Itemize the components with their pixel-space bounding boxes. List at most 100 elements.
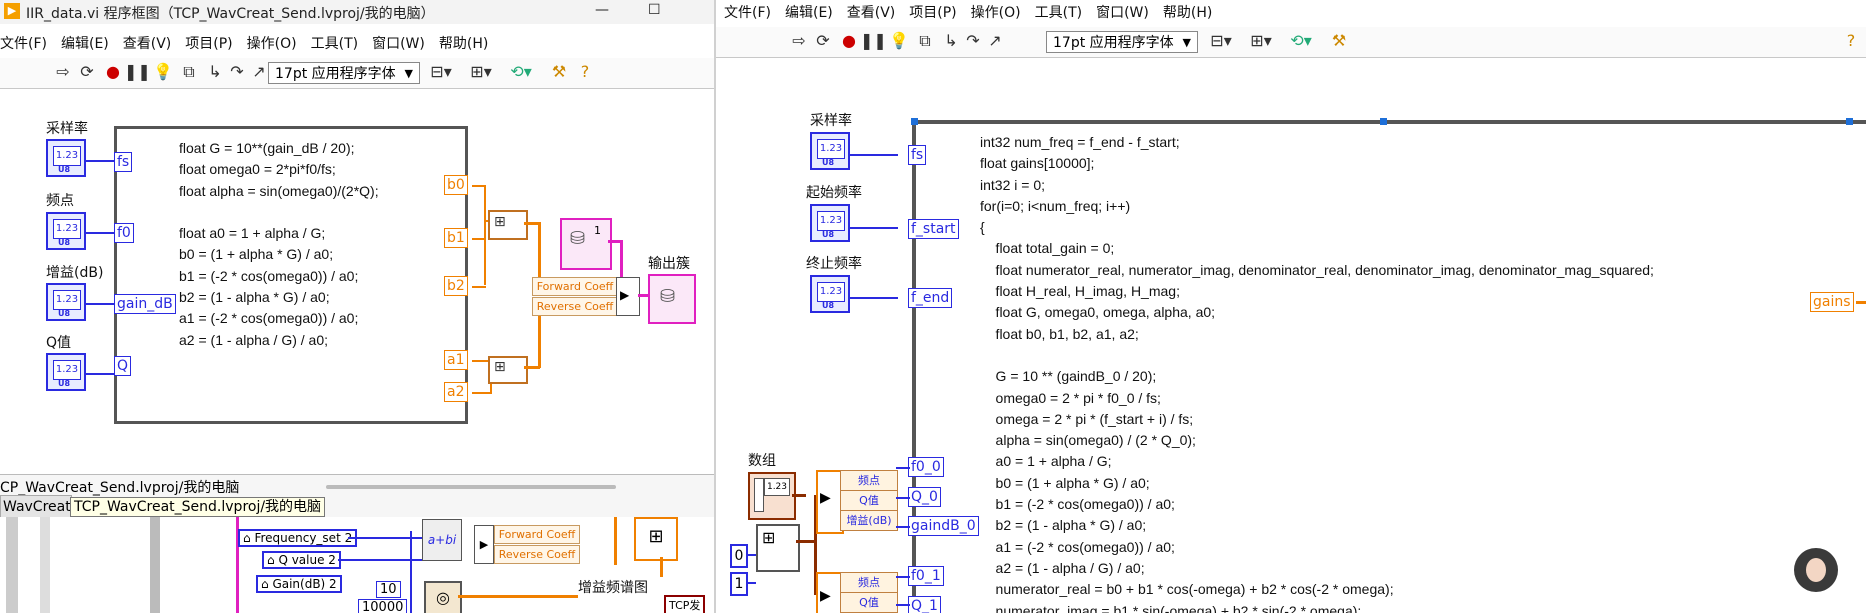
cleanup-icon[interactable]: ⚒ <box>551 62 567 81</box>
bundle-reverse-coeff[interactable]: Reverse Coeff <box>494 545 580 564</box>
build-array-node-reverse[interactable]: ⊞ <box>488 356 528 384</box>
menu-view[interactable]: 查看(V) <box>846 5 896 21</box>
numeric-const-10000[interactable]: 10000 <box>358 599 408 613</box>
font-select[interactable]: 17pt 应用程序字体▼ <box>268 62 420 84</box>
font-select[interactable]: 17pt 应用程序字体▼ <box>1046 31 1198 53</box>
input-terminal-fs[interactable]: fs <box>114 152 133 172</box>
tab-wavcreat[interactable]: WavCreat <box>0 495 72 519</box>
output-terminal-a2[interactable]: a2 <box>444 382 468 402</box>
cleanup-icon[interactable]: ⚒ <box>1331 31 1347 50</box>
menu-tools[interactable]: 工具(T) <box>1034 5 1083 21</box>
array-constant[interactable]: 1.23 <box>748 472 796 520</box>
unbundle-rows-0[interactable]: 频点 Q值 增益(dB) <box>840 470 898 531</box>
highlight-bulb-icon[interactable]: 💡 <box>889 31 909 50</box>
output-terminal-gains[interactable]: gains <box>1810 292 1854 312</box>
input-terminal-fs[interactable]: fs <box>908 145 927 165</box>
step-out-icon[interactable]: ↗ <box>988 31 1002 50</box>
menu-edit[interactable]: 编辑(E) <box>60 36 109 52</box>
tcp-send-node[interactable]: TCP发 <box>664 595 706 613</box>
menu-help[interactable]: 帮助(H) <box>438 36 489 52</box>
input-terminal-q_0[interactable]: Q_0 <box>908 487 941 507</box>
abort-icon[interactable]: ● <box>106 62 120 81</box>
bundle-node[interactable]: ▶ <box>616 277 640 316</box>
minimize-button[interactable]: — <box>595 2 609 18</box>
bundle-reverse-coeff[interactable]: Reverse Coeff <box>532 297 618 316</box>
reorder-icon[interactable]: ⟲▾ <box>510 62 532 81</box>
maximize-button[interactable]: ☐ <box>648 2 661 18</box>
align-icon[interactable]: ⊟▾ <box>430 62 452 81</box>
complex-node[interactable]: a+bi <box>422 519 462 561</box>
index-array-node[interactable]: ⊞ <box>756 524 800 572</box>
menu-window[interactable]: 窗口(W) <box>372 36 425 52</box>
run-arrow-icon[interactable]: ⇨ <box>56 62 70 81</box>
input-terminal-fend[interactable]: f_end <box>908 288 953 308</box>
input-terminal-f0[interactable]: f0 <box>114 223 134 243</box>
formula-code[interactable]: float G = 10**(gain_dB / 20); float omeg… <box>179 140 379 348</box>
index-const-0[interactable]: 0 <box>730 544 748 568</box>
menu-help[interactable]: 帮助(H) <box>1162 5 1213 21</box>
menu-window[interactable]: 窗口(W) <box>1096 5 1149 21</box>
step-over-icon[interactable]: ↷ <box>966 31 980 50</box>
step-over-icon[interactable]: ↷ <box>230 62 244 81</box>
resize-handle[interactable] <box>911 118 918 125</box>
step-into-icon[interactable]: ↳ <box>944 31 958 50</box>
pause-icon[interactable]: ❚❚ <box>860 31 887 50</box>
help-icon[interactable]: ? <box>580 62 590 81</box>
distribute-icon[interactable]: ⊞▾ <box>470 62 492 81</box>
index-const-1[interactable]: 1 <box>730 572 748 596</box>
menu-file[interactable]: 文件(F) <box>724 5 771 21</box>
array-indicator[interactable]: ⊞ <box>634 517 678 561</box>
local-variable-q[interactable]: ⌂ Q value 2 <box>262 551 341 569</box>
menu-view[interactable]: 查看(V) <box>122 36 172 52</box>
menu-operate[interactable]: 操作(O) <box>246 36 297 52</box>
menu-project[interactable]: 项目(P) <box>185 36 233 52</box>
output-terminal-b2[interactable]: b2 <box>444 276 468 296</box>
retain-wire-icon[interactable]: ⧉ <box>183 62 195 81</box>
resize-handle[interactable] <box>1380 118 1387 125</box>
input-terminal-q[interactable]: Q <box>114 356 132 376</box>
run-continuous-icon[interactable]: ⟳ <box>80 62 94 81</box>
input-terminal-fstart[interactable]: f_start <box>908 219 959 239</box>
menu-file[interactable]: 文件(F) <box>0 36 47 52</box>
scrollbar-track[interactable] <box>326 485 616 489</box>
menu-operate[interactable]: 操作(O) <box>970 5 1021 21</box>
retain-wire-icon[interactable]: ⧉ <box>919 31 931 50</box>
pause-icon[interactable]: ❚❚ <box>124 62 151 81</box>
help-icon[interactable]: ? <box>1846 31 1856 50</box>
align-icon[interactable]: ⊟▾ <box>1210 31 1232 50</box>
run-arrow-icon[interactable]: ⇨ <box>792 31 806 50</box>
input-terminal-q_1[interactable]: Q_1 <box>908 596 941 613</box>
cluster-constant[interactable]: ⛁ 1 <box>560 218 612 270</box>
run-continuous-icon[interactable]: ⟳ <box>816 31 830 50</box>
output-cluster-indicator[interactable]: ⛁ <box>648 274 696 324</box>
build-array-node-forward[interactable]: ⊞ <box>488 210 528 240</box>
numeric-const-10[interactable]: 10 <box>376 581 401 598</box>
output-terminal-a1[interactable]: a1 <box>444 350 468 370</box>
bundle-forward-coeff[interactable]: Forward Coeff <box>532 277 618 296</box>
local-variable-gain[interactable]: ⌂ Gain(dB) 2 <box>256 575 342 593</box>
unbundle-rows-1[interactable]: 频点 Q值 <box>840 572 898 613</box>
input-terminal-f0_1[interactable]: f0_1 <box>908 566 944 586</box>
formula-code[interactable]: int32 num_freq = f_end - f_start; float … <box>980 134 1654 613</box>
formula-node[interactable]: int32 num_freq = f_end - f_start; float … <box>912 120 1866 613</box>
reorder-icon[interactable]: ⟲▾ <box>1290 31 1312 50</box>
unbundle-node-0[interactable]: ▶ <box>816 470 844 534</box>
bundle-node[interactable]: ▶ <box>474 525 494 564</box>
bundle-forward-coeff[interactable]: Forward Coeff <box>494 525 580 544</box>
output-terminal-b1[interactable]: b1 <box>444 228 468 248</box>
input-terminal-gaindb_0[interactable]: gaindB_0 <box>908 516 979 536</box>
distribute-icon[interactable]: ⊞▾ <box>1250 31 1272 50</box>
abort-icon[interactable]: ● <box>842 31 856 50</box>
step-out-icon[interactable]: ↗ <box>252 62 266 81</box>
highlight-bulb-icon[interactable]: 💡 <box>153 62 173 81</box>
menu-project[interactable]: 项目(P) <box>909 5 957 21</box>
menu-tools[interactable]: 工具(T) <box>310 36 359 52</box>
menu-edit[interactable]: 编辑(E) <box>784 5 833 21</box>
graph-indicator-icon[interactable]: ◎ <box>424 581 462 613</box>
